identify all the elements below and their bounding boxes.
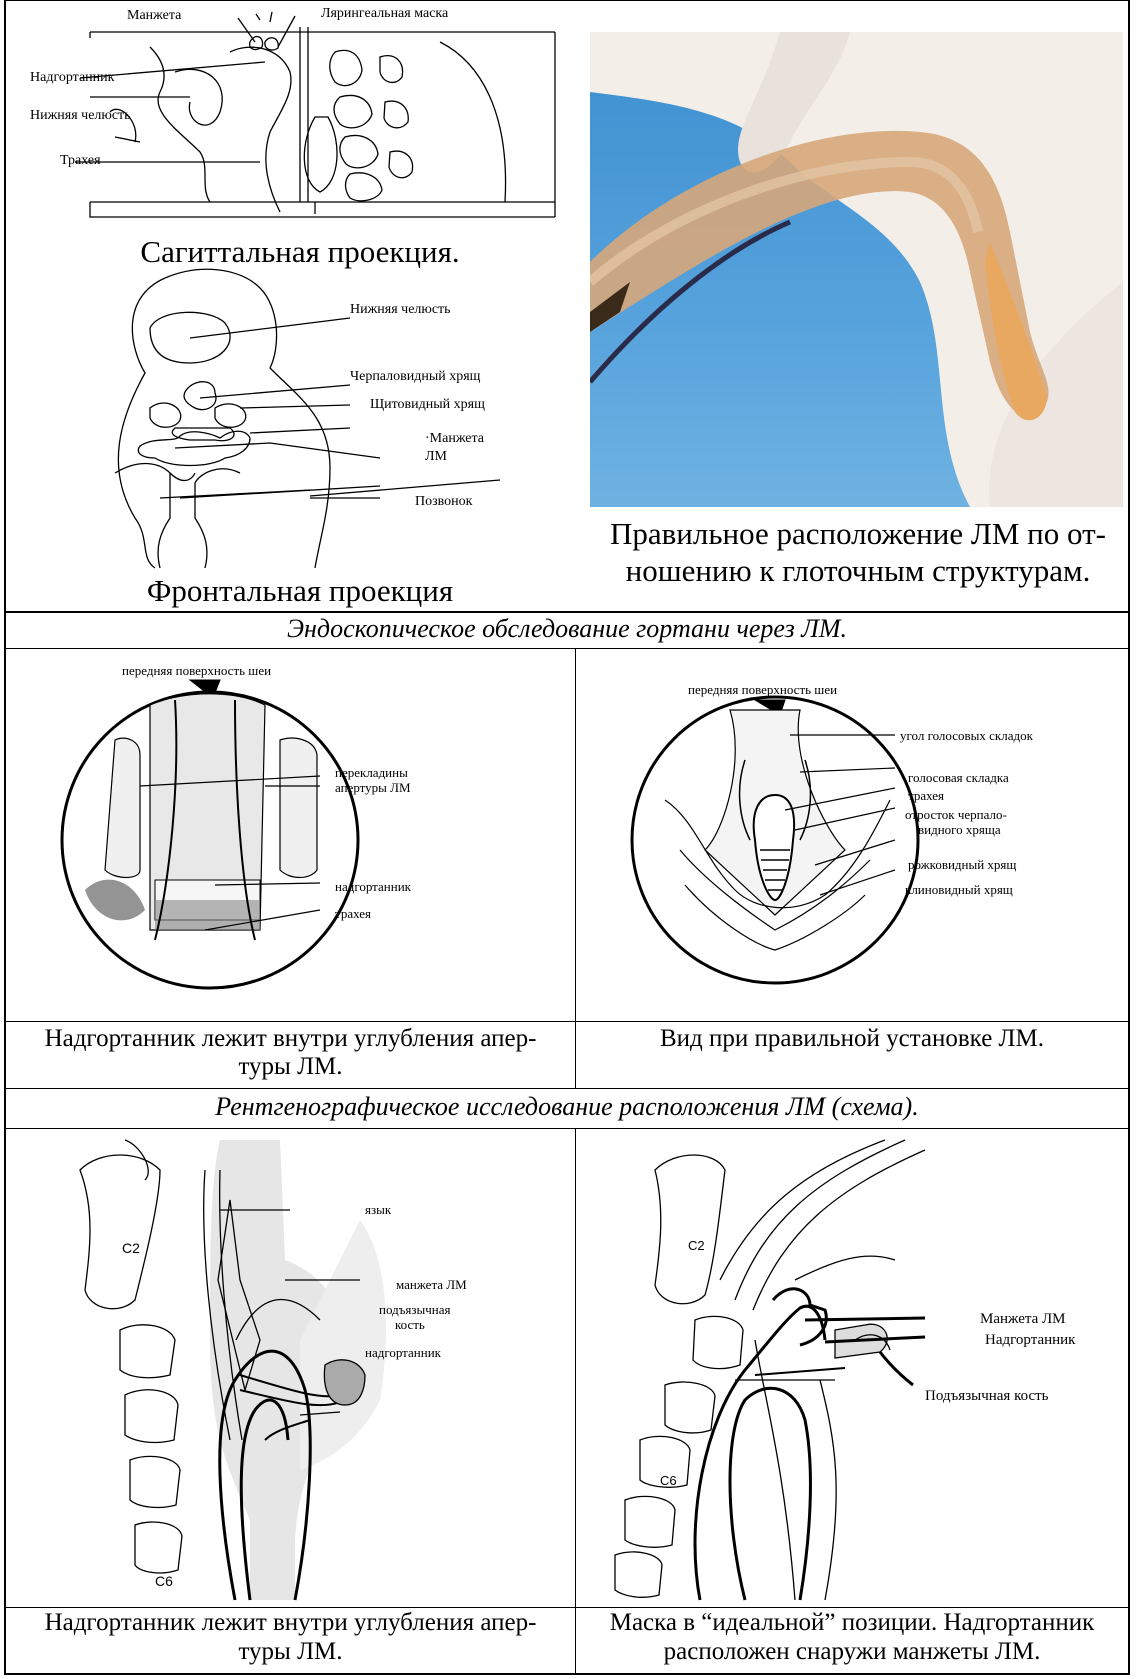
xray-left-label-cuff: манжета ЛМ xyxy=(396,1278,467,1292)
endo-left-caption-2: туры ЛМ. xyxy=(6,1053,575,1081)
xray-right-caption-2: расположен снаружи манжеты ЛМ. xyxy=(576,1638,1128,1666)
divider-endo-caption xyxy=(4,1021,1130,1022)
endo-left-header: передняя поверхность шеи xyxy=(122,664,271,677)
front-label-mandible: Нижняя челюсть xyxy=(350,303,451,317)
endo-right-label-process1: отросток черпало- xyxy=(905,808,1007,822)
endo-right-label-trachea: трахея xyxy=(908,789,944,803)
front-label-vertebra: Позвонок xyxy=(415,495,472,509)
endo-right-drawing xyxy=(625,700,1125,1010)
xray-left-label-hyoid1: подъязычная xyxy=(379,1303,451,1317)
front-label-lm: ЛМ xyxy=(425,450,447,464)
endo-left-drawing xyxy=(55,680,535,1010)
photo-drawing xyxy=(590,32,1123,507)
endo-right-label-fold: голосовая складка xyxy=(908,771,1009,785)
divider-top xyxy=(4,611,1130,613)
xray-right-label-cuff: Манжета ЛМ xyxy=(980,1312,1066,1327)
frontal-drawing xyxy=(80,268,520,578)
divider-xray-caption xyxy=(4,1607,1130,1608)
photo-caption-2: ношению к глоточным структурам. xyxy=(590,553,1126,588)
front-label-thyroid: Щитовидный хрящ xyxy=(370,398,485,412)
xray-right-caption-1: Маска в “идеальной” позиции. Надгортанни… xyxy=(576,1609,1128,1637)
front-label-arytenoid: Черпаловидный хрящ xyxy=(350,370,480,384)
sag-label-mandible: Нижняя челюсть xyxy=(30,109,131,123)
divider-endo-title xyxy=(4,648,1130,649)
xray-right-drawing xyxy=(595,1140,1095,1600)
endo-left-label-epiglottis: надгортанник xyxy=(335,880,411,894)
xray-left-caption-1: Надгортанник лежит внутри углубления апе… xyxy=(6,1609,575,1637)
divider-xray xyxy=(4,1088,1130,1089)
endo-right-label-angle: угол голосовых складок xyxy=(900,729,1033,743)
xray-left-label-tongue: язык xyxy=(365,1203,391,1217)
endo-left-label-bars2: апертуры ЛМ xyxy=(335,781,411,795)
xray-left-label-c6: C6 xyxy=(155,1574,173,1588)
xray-right-label-epiglottis: Надгортанник xyxy=(985,1333,1075,1348)
endo-right-label-cuneiform: клиновидный хрящ xyxy=(905,883,1013,897)
endo-left-label-trachea: трахея xyxy=(335,907,371,921)
xray-left-label-epiglottis: надгортанник xyxy=(365,1346,441,1360)
endo-right-header: передняя поверхность шеи xyxy=(688,683,837,696)
front-label-cuff: ·Манжета xyxy=(425,432,484,446)
xray-right-label-c6: C6 xyxy=(660,1474,677,1488)
lm-photo xyxy=(590,32,1123,507)
divider-xray-mid xyxy=(575,1128,576,1675)
endo-left-caption-1: Надгортанник лежит внутри углубления апе… xyxy=(6,1025,575,1053)
sag-label-trachea: Трахея xyxy=(60,154,101,168)
frontal-caption: Фронтальная проекция xyxy=(110,573,490,608)
divider-xray-title xyxy=(4,1128,1130,1129)
endoscopy-title: Эндоскопическое обследование гортани чер… xyxy=(4,614,1130,643)
endo-right-label-process2: видного хряща xyxy=(918,823,1001,837)
divider-endo-mid xyxy=(575,648,576,1088)
endo-left-label-bars1: перекладины xyxy=(335,766,408,780)
xray-left-label-hyoid2: кость xyxy=(395,1318,425,1332)
xray-title: Рентгенографическое исследование располо… xyxy=(4,1092,1130,1121)
sag-label-lm: Лярингеальная маска xyxy=(321,7,448,21)
xray-right-label-c2: C2 xyxy=(688,1239,705,1253)
xray-right-label-hyoid: Подъязычная кость xyxy=(925,1389,1049,1404)
photo-caption-1: Правильное расположение ЛМ по от- xyxy=(590,516,1126,551)
xray-left-label-c2: C2 xyxy=(122,1241,140,1255)
endo-right-label-corniculate: рожковидный хрящ xyxy=(908,858,1016,872)
sag-label-cuff: Манжета xyxy=(127,9,181,23)
xray-left-drawing xyxy=(60,1140,500,1600)
xray-left-caption-2: туры ЛМ. xyxy=(6,1638,575,1666)
sag-label-epiglottis: Надгортанник xyxy=(30,71,114,85)
sagittal-caption: Сагиттальная проекция. xyxy=(110,234,490,269)
endo-right-caption: Вид при правильной установке ЛМ. xyxy=(576,1025,1128,1053)
